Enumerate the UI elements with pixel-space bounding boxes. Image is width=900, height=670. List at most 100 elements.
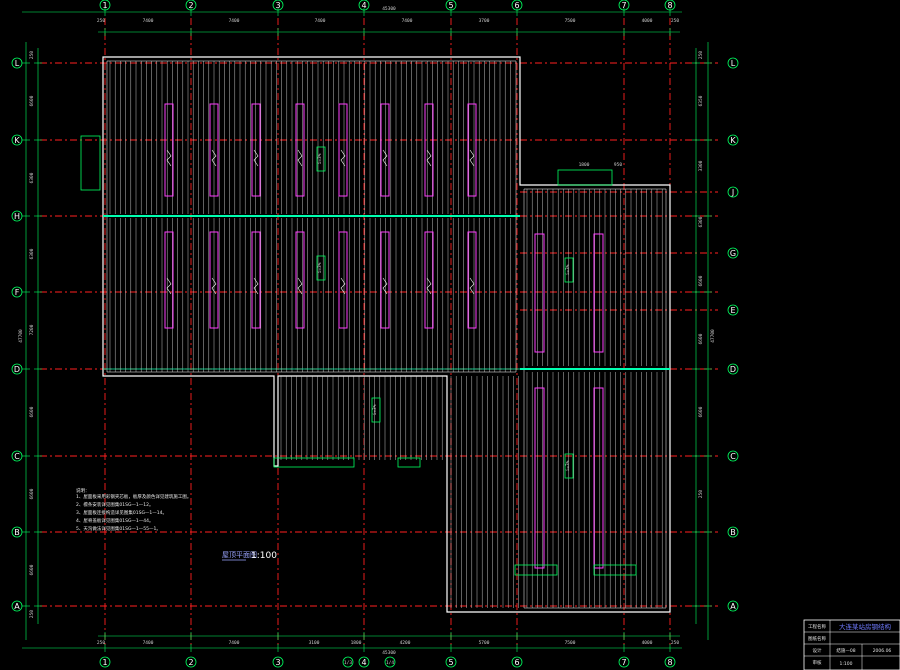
axis-label-bottom: 3 — [275, 658, 280, 667]
dim-text-left: 6300 — [29, 172, 35, 183]
dim-text-top: 7400 — [315, 18, 326, 24]
axis-bubble — [272, 0, 284, 11]
slope-label-text: i=3% — [565, 264, 571, 275]
dim-text-left: 7200 — [29, 324, 35, 335]
title-block-label: 工程名称 — [808, 623, 826, 630]
axis-label-left: F — [15, 288, 20, 297]
break-mark — [166, 149, 172, 167]
axis-label-right: E — [730, 306, 735, 315]
axis-bubble — [185, 656, 197, 668]
axis-bubble — [618, 0, 630, 11]
axis-bubble — [511, 656, 523, 668]
axis-bubble — [727, 363, 739, 375]
axis-label-left: D — [14, 365, 20, 374]
axis-label-bottom-extra: 1/3 — [344, 660, 352, 666]
roof-inner-boundary — [523, 188, 667, 609]
ridge-seams — [103, 215, 670, 370]
dim-text-left: 6600 — [29, 564, 35, 575]
dim-text-bottom: 250 — [97, 640, 105, 646]
break-mark — [340, 149, 346, 167]
break-mark — [382, 277, 388, 295]
axis-label-left: C — [14, 452, 20, 461]
slope-labels — [316, 146, 574, 479]
axis-label-right: A — [730, 602, 736, 611]
axis-bubble — [727, 57, 739, 69]
roof-panel-ribs — [109, 61, 663, 608]
dim-text-bottom: 5700 — [479, 640, 490, 646]
axis-label-right: K — [730, 136, 736, 145]
axis-label-top: 5 — [448, 1, 453, 10]
roof-outline — [102, 56, 671, 613]
dim-text-bottom: 3100 — [309, 640, 320, 646]
dim-text-left: 6600 — [29, 488, 35, 499]
axis-bubbles — [11, 0, 739, 668]
axis-lines — [40, 18, 718, 648]
beam-strip — [251, 103, 261, 197]
axis-label-bottom: 8 — [667, 658, 672, 667]
axis-label-top: 6 — [514, 1, 519, 10]
axis-label-bottom-extra: 1/4 — [386, 660, 394, 666]
axis-label-top: 7 — [621, 1, 626, 10]
axis-bubble — [11, 57, 23, 69]
break-mark — [297, 149, 303, 167]
dim-text-bottom: 250 — [671, 640, 679, 646]
break-mark — [253, 277, 259, 295]
title-block-sheet: 结施—08 — [836, 647, 855, 654]
skylight-top — [557, 169, 613, 186]
roof-inner-boundary — [106, 60, 517, 373]
axis-bubble — [727, 134, 739, 146]
break-mark — [166, 277, 172, 295]
axis-label-right: L — [731, 59, 736, 68]
axis-bubble — [727, 304, 739, 316]
title-block-label: 设计 — [813, 647, 822, 654]
axis-bubble — [445, 0, 457, 11]
axis-bubble — [358, 0, 370, 11]
note-item: 1、屋面板采用彩钢夹芯板，板厚及颜色详见建筑施工图。 — [76, 493, 191, 500]
axis-label-bottom: 2 — [188, 658, 193, 667]
plan-scale: 1:100 — [251, 551, 277, 561]
dim-text-right: 6600 — [698, 333, 704, 344]
dim-text-top: 250 — [671, 18, 679, 24]
axis-label-bottom: 1 — [102, 658, 107, 667]
dim-text-bottom: 7500 — [565, 640, 576, 646]
gutter-box — [397, 457, 421, 468]
dim-text-left-total: 47700 — [18, 329, 24, 343]
dim-text-left: 250 — [29, 610, 35, 618]
axis-bubble — [11, 450, 23, 462]
dim-text-top: 3700 — [479, 18, 490, 24]
dim-text-left: 6600 — [29, 406, 35, 417]
title-block-scale: 1:100 — [840, 661, 853, 667]
dim-text-right: 6300 — [698, 216, 704, 227]
axis-label-top: 8 — [667, 1, 672, 10]
beam-strip — [424, 103, 434, 197]
break-mark — [211, 277, 217, 295]
beam-strip — [380, 231, 390, 329]
dim-text-right: 6600 — [698, 275, 704, 286]
beam-strip — [209, 231, 219, 329]
gutter-box — [514, 564, 558, 576]
break-mark — [426, 277, 432, 295]
dim-text-right: 6600 — [698, 406, 704, 417]
break-mark — [211, 149, 217, 167]
dim-text-right-total: 47700 — [710, 329, 716, 343]
dim-text-top: 7500 — [565, 18, 576, 24]
dim-text-left: 250 — [29, 51, 35, 59]
note-item: 4、屋脊盖板详见图集01SG—1—44。 — [76, 517, 154, 524]
dimension-lines — [22, 8, 712, 652]
beam-strip — [338, 231, 348, 329]
axis-label-bottom: 7 — [621, 658, 626, 667]
roof-boundary — [102, 56, 671, 613]
axis-bubble — [511, 0, 523, 11]
dim-text-bottom: 7400 — [229, 640, 240, 646]
dim-text-bottom: 1800 — [351, 640, 362, 646]
skylight-dim: 950 — [614, 162, 622, 168]
axis-label-top: 4 — [361, 1, 366, 10]
dim-text-bottom: 4000 — [642, 640, 653, 646]
skylight-left — [80, 135, 101, 191]
axis-label-right: G — [730, 249, 736, 258]
axis-label-right: J — [731, 188, 734, 197]
break-mark — [253, 149, 259, 167]
beam-strip — [467, 103, 477, 197]
axis-label-left: A — [14, 602, 20, 611]
